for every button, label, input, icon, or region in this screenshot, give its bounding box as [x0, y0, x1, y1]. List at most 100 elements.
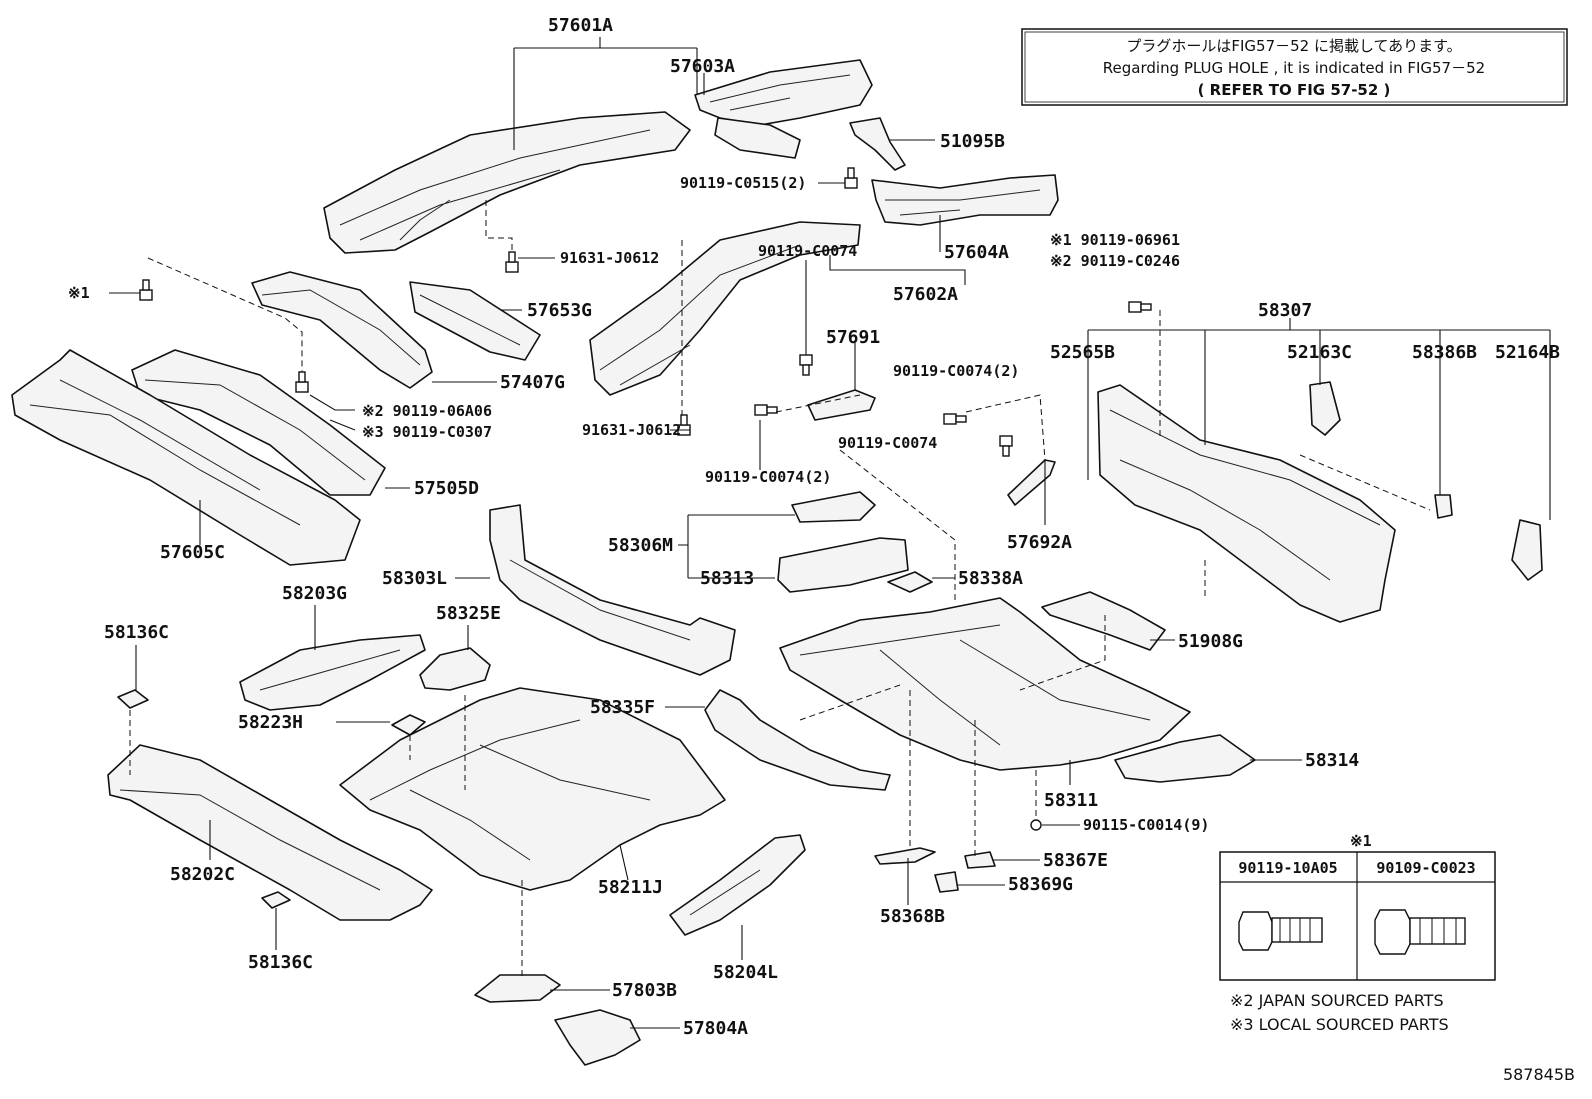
- label-57603A[interactable]: 57603A: [670, 56, 735, 77]
- bolt-icon[interactable]: [754, 404, 778, 416]
- label-57602A[interactable]: 57602A: [893, 284, 958, 305]
- label-90119-C0074-mid[interactable]: 90119-C0074: [838, 434, 937, 452]
- label-58203G[interactable]: 58203G: [282, 583, 347, 604]
- part-57653G-panel[interactable]: [409, 281, 541, 361]
- label-90119-C0074-2-left[interactable]: 90119-C0074(2): [705, 468, 831, 486]
- label-58367E[interactable]: 58367E: [1043, 850, 1108, 871]
- label-58313[interactable]: 58313: [700, 568, 754, 589]
- label-58307[interactable]: 58307: [1258, 300, 1312, 321]
- label-57407G[interactable]: 57407G: [500, 372, 565, 393]
- label-mark1[interactable]: ※1: [68, 284, 90, 302]
- label-58368B[interactable]: 58368B: [880, 906, 945, 927]
- label-52164B[interactable]: 52164B: [1495, 342, 1560, 363]
- part-57604A-member[interactable]: [871, 174, 1059, 226]
- label-58202C[interactable]: 58202C: [170, 864, 235, 885]
- part-58338A-pad[interactable]: [887, 571, 933, 593]
- bolt-icon[interactable]: [505, 251, 519, 273]
- label-91631-J0612-lower[interactable]: 91631-J0612: [582, 421, 681, 439]
- label-58314[interactable]: 58314: [1305, 750, 1359, 771]
- label-90119-C0515[interactable]: 90119-C0515(2): [680, 174, 806, 192]
- part-58325E-pad[interactable]: [419, 647, 491, 691]
- table-col-90109-C0023[interactable]: 90109-C0023: [1376, 859, 1475, 877]
- label-58204L[interactable]: 58204L: [713, 962, 778, 983]
- label-51908G[interactable]: 51908G: [1178, 631, 1243, 652]
- part-58368B-pad[interactable]: [874, 847, 936, 865]
- part-58386B-bracket[interactable]: [1434, 494, 1453, 519]
- label-90119-C0074-2-right[interactable]: 90119-C0074(2): [893, 362, 1019, 380]
- bolt-icon[interactable]: [799, 354, 813, 376]
- callout-labels: 57601A 57603A 51095B 90119-C0515(2) 5760…: [68, 15, 1560, 1039]
- bolt-icon[interactable]: [139, 279, 153, 301]
- label-91631-J0612-upper[interactable]: 91631-J0612: [560, 249, 659, 267]
- part-57692A-brace[interactable]: [1007, 459, 1056, 506]
- label-90119-C0246[interactable]: ※2 90119-C0246: [1050, 252, 1180, 270]
- label-58335F[interactable]: 58335F: [590, 697, 655, 718]
- label-58136C-lower[interactable]: 58136C: [248, 952, 313, 973]
- part-58203G-panel[interactable]: [239, 634, 426, 711]
- part-52164B-bracket[interactable]: [1511, 519, 1543, 581]
- part-58223H-pad[interactable]: [391, 714, 426, 736]
- label-58386B[interactable]: 58386B: [1412, 342, 1477, 363]
- leader-lines: [109, 37, 1551, 1029]
- label-90119-C0307[interactable]: ※3 90119-C0307: [362, 423, 492, 441]
- part-57602A-rail[interactable]: [589, 221, 861, 396]
- label-58303L[interactable]: 58303L: [382, 568, 447, 589]
- part-51908G-bracket[interactable]: [1041, 591, 1166, 651]
- part-57691-brace[interactable]: [807, 389, 876, 421]
- label-58136C-upper[interactable]: 58136C: [104, 622, 169, 643]
- part-58311-floor-pan[interactable]: [779, 597, 1191, 771]
- part-58314-panel[interactable]: [1114, 734, 1256, 783]
- label-51095B[interactable]: 51095B: [940, 131, 1005, 152]
- part-58202C-side-member[interactable]: [107, 744, 433, 921]
- bolt-icon[interactable]: [943, 413, 967, 425]
- label-58325E[interactable]: 58325E: [436, 603, 501, 624]
- part-51095B-plate[interactable]: [849, 117, 906, 171]
- label-90119-06A06[interactable]: ※2 90119-06A06: [362, 402, 492, 420]
- part-58335F-bracket[interactable]: [704, 689, 891, 791]
- label-57803B[interactable]: 57803B: [612, 980, 677, 1001]
- part-52163C-bracket[interactable]: [1309, 381, 1341, 436]
- label-57605C[interactable]: 57605C: [160, 542, 225, 563]
- label-58211J[interactable]: 58211J: [598, 877, 663, 898]
- part-58313-panel[interactable]: [777, 537, 909, 593]
- part-58367E-pad[interactable]: [964, 851, 996, 869]
- part-58136C-plug-a[interactable]: [117, 689, 149, 709]
- label-58223H[interactable]: 58223H: [238, 712, 303, 733]
- label-57692A[interactable]: 57692A: [1007, 532, 1072, 553]
- part-57603A-bracket[interactable]: [694, 59, 873, 159]
- part-58369G-pad[interactable]: [934, 871, 959, 893]
- part-58303L-crossmember[interactable]: [489, 504, 736, 676]
- part-58211J-floor[interactable]: [339, 687, 726, 891]
- label-58311[interactable]: 58311: [1044, 790, 1098, 811]
- label-52163C[interactable]: 52163C: [1287, 342, 1352, 363]
- part-58307-back-panel[interactable]: [1097, 384, 1396, 623]
- label-90119-C0074-top[interactable]: 90119-C0074: [758, 242, 857, 260]
- bolt-icon[interactable]: [999, 435, 1013, 457]
- clip-icon[interactable]: [1030, 819, 1042, 831]
- label-57601A[interactable]: 57601A: [548, 15, 613, 36]
- part-58204L-panel[interactable]: [669, 834, 806, 936]
- label-90115-C0014[interactable]: 90115-C0014(9): [1083, 816, 1209, 834]
- part-57803B-bracket[interactable]: [474, 974, 561, 1003]
- label-52565B[interactable]: 52565B: [1050, 342, 1115, 363]
- label-57604A[interactable]: 57604A: [944, 242, 1009, 263]
- label-58369G[interactable]: 58369G: [1008, 874, 1073, 895]
- part-57804A-bracket[interactable]: [554, 1009, 641, 1066]
- bolt-icon[interactable]: [295, 371, 309, 393]
- part-57601A-rail[interactable]: [323, 111, 691, 254]
- label-58306M[interactable]: 58306M: [608, 535, 673, 556]
- part-57605C-floor-side[interactable]: [11, 349, 361, 566]
- part-57505D-sill[interactable]: [131, 349, 386, 496]
- table-col-90119-10A05[interactable]: 90119-10A05: [1238, 859, 1337, 877]
- label-57653G[interactable]: 57653G: [527, 300, 592, 321]
- part-58136C-plug-b[interactable]: [261, 891, 291, 909]
- part-57407G-crossmember[interactable]: [251, 271, 433, 389]
- label-58338A[interactable]: 58338A: [958, 568, 1023, 589]
- part-58306M-bracket[interactable]: [791, 491, 876, 523]
- bolt-icon[interactable]: [844, 167, 858, 189]
- bolt-icon[interactable]: [1128, 301, 1152, 313]
- label-90119-06961[interactable]: ※1 90119-06961: [1050, 231, 1180, 249]
- label-57505D[interactable]: 57505D: [414, 478, 479, 499]
- label-57804A[interactable]: 57804A: [683, 1018, 748, 1039]
- label-57691[interactable]: 57691: [826, 327, 880, 348]
